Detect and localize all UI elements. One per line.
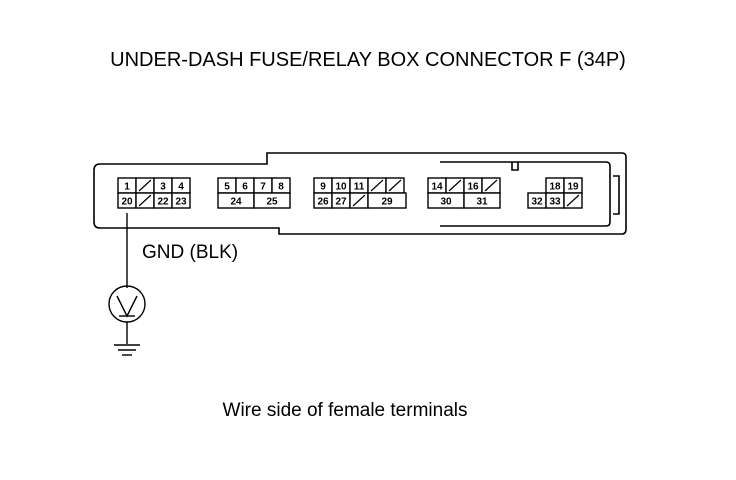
- connector-inner-shell: [440, 161, 611, 227]
- meter-v-mark: [116, 295, 138, 318]
- unused-terminal-slash: [370, 179, 384, 192]
- terminal-label: 32: [531, 197, 543, 208]
- terminal-label: 14: [431, 182, 443, 193]
- terminal-label: 24: [230, 197, 242, 208]
- unused-terminal-slash: [566, 194, 580, 207]
- terminal-label: 20: [121, 197, 133, 208]
- terminal-label: 26: [317, 197, 329, 208]
- terminal-labels: 1 3 4 20 22 23 5 6 7 8 24 25 9 10 11 26 27 29 14 16 30 31 18 19…: [121, 182, 579, 208]
- terminal-label: 25: [266, 197, 278, 208]
- unused-terminal-slash: [138, 179, 152, 192]
- terminal-label: 8: [278, 182, 284, 193]
- terminal-31: [463, 192, 501, 209]
- terminal-label: 10: [335, 182, 347, 193]
- terminal-label: 18: [549, 182, 561, 193]
- connector-housing: [93, 152, 627, 235]
- terminal-label: 31: [476, 197, 488, 208]
- unused-terminal-slash: [388, 179, 402, 192]
- terminal-label: 9: [320, 182, 326, 193]
- terminal-label: 19: [567, 182, 579, 193]
- diagram-caption: Wire side of female terminals: [222, 400, 468, 421]
- terminal-label: 11: [354, 182, 365, 193]
- unused-terminal-slash: [352, 194, 366, 207]
- terminal-label: 1: [124, 182, 130, 193]
- terminal-label: 4: [178, 182, 184, 193]
- unused-terminal-slash: [138, 194, 152, 207]
- diagram-title: UNDER-DASH FUSE/RELAY BOX CONNECTOR F (3…: [110, 49, 626, 71]
- terminal-label: 29: [381, 197, 393, 208]
- terminal-label: 22: [157, 197, 169, 208]
- terminal-label: 6: [242, 182, 248, 193]
- terminal-label: 30: [440, 197, 452, 208]
- terminal-label: 27: [335, 197, 347, 208]
- terminal-29: [367, 192, 407, 209]
- terminal-25: [253, 192, 291, 209]
- terminal-23: [171, 192, 191, 209]
- ground-label: GND (BLK): [142, 242, 239, 263]
- terminal-label: 3: [160, 182, 166, 193]
- unused-terminal-slash: [448, 179, 462, 192]
- terminal-label: 23: [175, 197, 187, 208]
- terminal-label: 16: [467, 182, 479, 193]
- terminal-cells: [117, 177, 583, 209]
- locking-tab: [613, 175, 620, 215]
- terminal-label: 33: [549, 197, 561, 208]
- terminal-label: 7: [260, 182, 266, 193]
- unused-terminal-slash: [484, 179, 498, 192]
- terminal-label: 5: [224, 182, 230, 193]
